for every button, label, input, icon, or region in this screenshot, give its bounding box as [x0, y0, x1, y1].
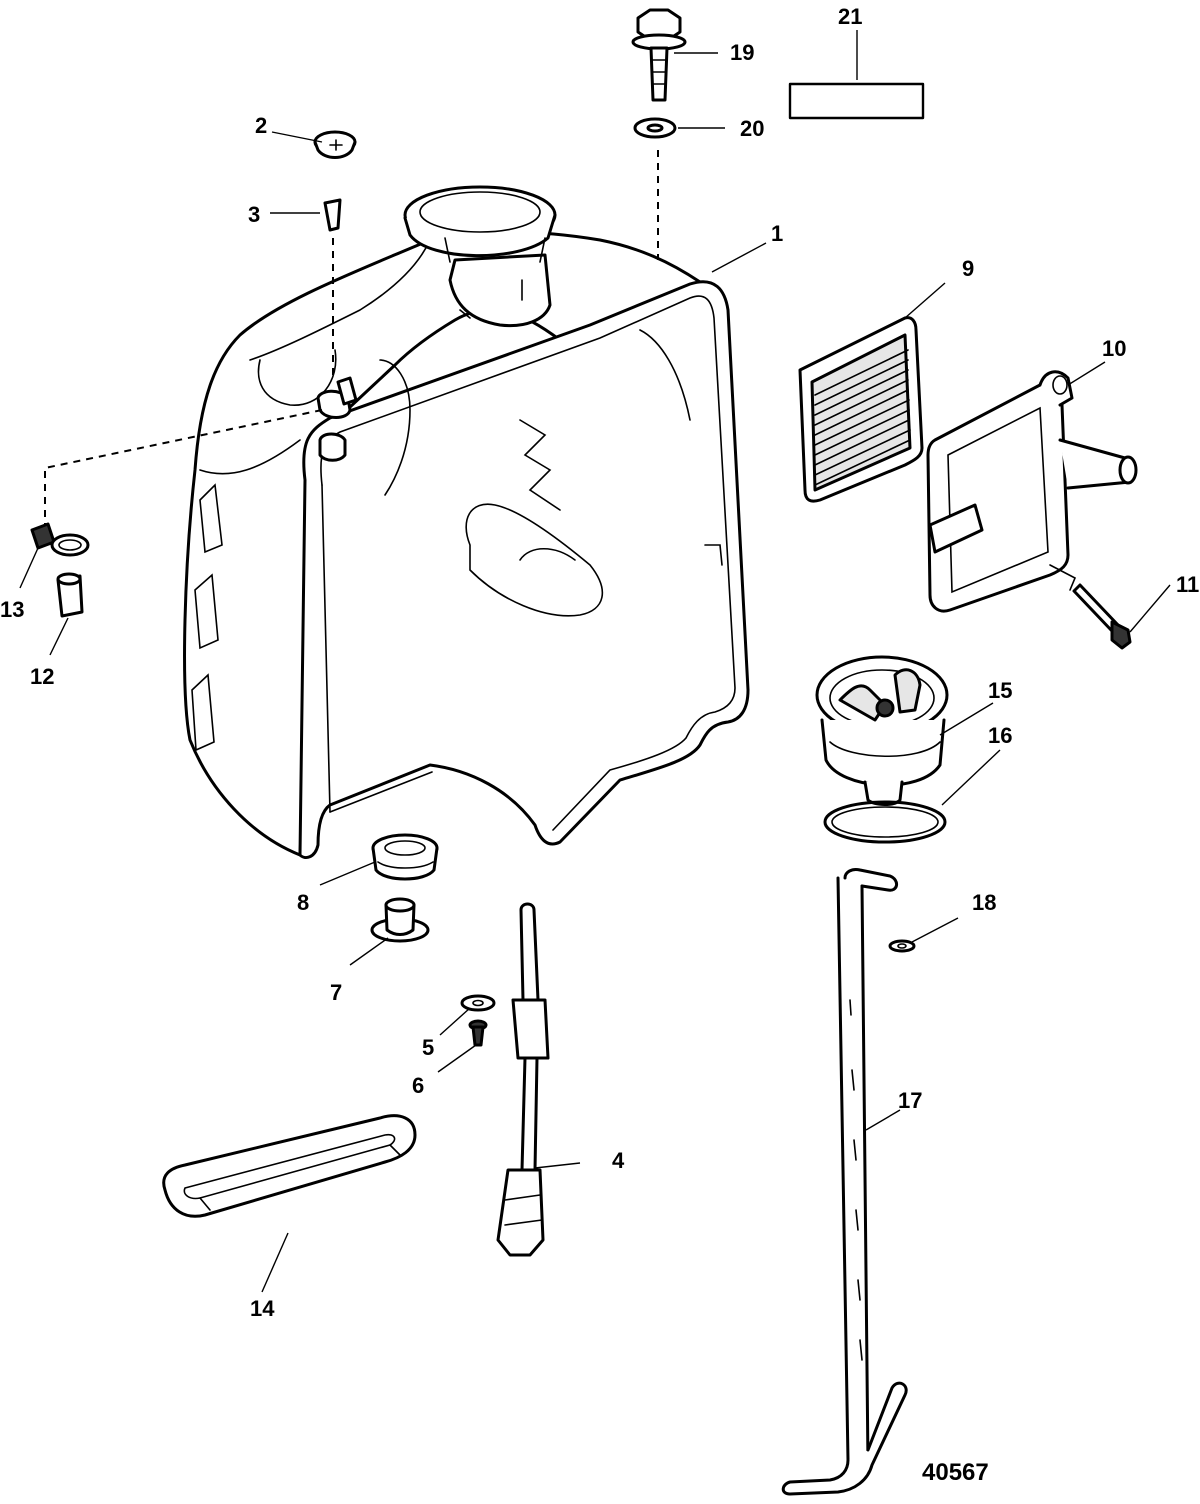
level-sensor-part-4 — [496, 902, 550, 1257]
callout-9: 9 — [962, 256, 974, 281]
callout-20: 20 — [740, 116, 764, 141]
pickup-part-15 — [815, 655, 949, 806]
grommet-part-8 — [371, 833, 439, 881]
callout-16: 16 — [988, 723, 1012, 748]
washer-part-5 — [460, 994, 496, 1012]
pickup-tube-part-17 — [781, 868, 908, 1496]
alignment-lines — [44, 150, 659, 528]
callout-11: 11 — [1176, 572, 1199, 597]
callout-1: 1 — [771, 221, 783, 246]
callout-2: 2 — [255, 113, 267, 138]
oil-tank-part-1 — [183, 185, 750, 859]
callout-19: 19 — [730, 40, 754, 65]
o-ring-part-16 — [823, 800, 947, 844]
bushing-part-7 — [370, 897, 430, 943]
nut-part-18 — [888, 939, 916, 953]
callout-12: 12 — [30, 664, 54, 689]
callout-14: 14 — [250, 1296, 275, 1321]
filter-housing-part-10 — [926, 370, 1138, 613]
vent-fitting-part-3 — [323, 198, 342, 232]
callout-leaders — [19, 30, 1171, 1293]
callout-17: 17 — [898, 1088, 922, 1113]
filter-pleats — [814, 349, 911, 486]
washer-part-20 — [633, 117, 677, 139]
sleeve-part-12 — [56, 572, 84, 618]
callout-3: 3 — [248, 202, 260, 227]
decal-part-21 — [788, 82, 925, 120]
callout-4: 4 — [612, 1148, 625, 1173]
filter-part-9 — [798, 316, 924, 503]
tray-part-14 — [162, 1114, 417, 1218]
callout-13: 13 — [0, 597, 24, 622]
callout-10: 10 — [1102, 336, 1126, 361]
callout-6: 6 — [412, 1073, 424, 1098]
callout-labels: 1 2 3 4 5 6 7 8 9 10 11 12 13 14 15 16 1… — [0, 4, 1199, 1321]
plug-part-2 — [313, 130, 357, 159]
callout-7: 7 — [330, 980, 342, 1005]
hose-clamp-part-13 — [30, 522, 90, 557]
figure-number: 40567 — [922, 1459, 989, 1486]
callout-21: 21 — [838, 4, 862, 29]
screw-part-6 — [468, 1019, 488, 1047]
bolt-part-11 — [1072, 583, 1132, 650]
bolt-part-19 — [631, 8, 687, 102]
callout-18: 18 — [972, 890, 996, 915]
callout-5: 5 — [422, 1035, 434, 1060]
callout-8: 8 — [297, 890, 309, 915]
callout-15: 15 — [988, 678, 1012, 703]
